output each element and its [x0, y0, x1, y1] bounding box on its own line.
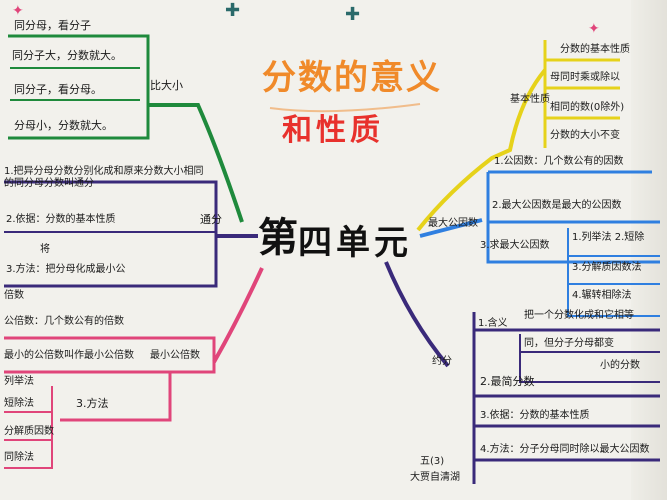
compare-branch-label: 比大小	[150, 79, 183, 92]
jiben-item: 母同时乘或除以	[550, 72, 620, 83]
yuefen-sub: 小的分数	[600, 360, 640, 371]
yuefen-item: 3.依据：分数的基本性质	[480, 410, 590, 421]
green-inner-lines	[10, 67, 140, 101]
title-line1: 分数的意义	[262, 58, 442, 98]
yuefen-sub: 同，但分子分母都变	[524, 338, 614, 349]
tongfen-item: 3.方法：把分母化成最小公	[6, 264, 126, 275]
yuefen-branch-label: 约分	[432, 356, 452, 367]
compare-rule: 同分母，看分子	[14, 19, 91, 32]
tongfen-item: 1.把异分母分数分别化成和原来分数大小相同的同分母分数叫通分	[4, 166, 204, 189]
green-bracket	[8, 34, 150, 140]
signature-class: 五(3)	[420, 456, 445, 467]
center-text: 四单元	[298, 223, 412, 263]
compare-rule: 同分子，看分母。	[14, 83, 102, 96]
gongyin-method: 1.列举法 2.短除	[572, 232, 645, 243]
yuefen-item: 1.含义	[478, 318, 508, 329]
darkpurple-bracket	[472, 312, 660, 484]
yellow-bracket	[543, 40, 620, 148]
center-char: 第	[258, 215, 302, 261]
tongfen-extra: 将	[40, 244, 50, 255]
jiben-item: 相同的数(0除外)	[550, 102, 625, 113]
blue-method-bracket	[567, 228, 660, 317]
yellow-branch-line	[416, 68, 547, 232]
sparkle-icon: ✦	[12, 3, 24, 19]
blue-branch-line	[419, 218, 483, 238]
title-underline	[269, 103, 421, 113]
sparkle-icon: ✦	[588, 21, 600, 37]
compare-rule: 分母小，分数就大。	[14, 119, 113, 132]
gongbei-item: 最小的公倍数叫作最小公倍数	[4, 350, 134, 361]
jiben-item: 分数的基本性质	[560, 44, 630, 55]
gongbei-methods-label: 3.方法	[76, 397, 109, 410]
gongyin-method: 3.分解质因数法	[572, 262, 642, 273]
gongbei-branch-label: 最小公倍数	[150, 350, 200, 361]
gongyin-item: 3.求最大公因数	[480, 240, 550, 251]
jiben-item: 分数的大小不变	[550, 130, 620, 141]
tongfen-item: 2.依据：分数的基本性质	[6, 214, 116, 225]
gongyin-item: 1.公因数：几个数公有的因数	[494, 156, 624, 167]
gongbei-method: 短除法	[4, 398, 34, 409]
jiben-branch-label: 基本性质	[510, 94, 550, 105]
title-line2: 和性质	[282, 113, 384, 148]
gongyin-item: 2.最大公因数是最大的公因数	[492, 200, 622, 211]
tongfen-branch-label: 通分	[200, 213, 222, 226]
darkpurple-sub	[519, 334, 660, 383]
yuefen-item: 2.最简分数	[480, 375, 535, 388]
gongyin-branch-label: 最大公因数	[428, 218, 478, 229]
gongyin-method: 4.辗转相除法	[572, 290, 632, 301]
yuefen-item: 把一个分数化成和它相等	[524, 310, 634, 321]
yuefen-item: 4.方法：分子分母同时除以最大公因数	[480, 444, 650, 455]
blue-bracket	[486, 170, 660, 264]
plus-icon: ✚	[345, 4, 361, 25]
gongbei-method: 同除法	[4, 452, 34, 463]
darkpurple-branch-line	[384, 261, 450, 368]
signature-name: 大贾自清湖	[410, 472, 460, 483]
gongbei-item: 公倍数：几个数公有的倍数	[4, 316, 124, 327]
tongfen-extra: 倍数	[4, 290, 24, 301]
gongbei-method: 分解质因数	[4, 426, 54, 437]
pink-method-box	[4, 370, 172, 422]
pink-branch-line	[212, 267, 264, 363]
gongbei-method: 列举法	[4, 376, 34, 387]
compare-rule: 同分子大，分数就大。	[12, 49, 122, 62]
pink-method-bracket	[4, 386, 53, 469]
plus-icon: ✚	[225, 0, 241, 21]
green-branch-line	[148, 103, 244, 223]
